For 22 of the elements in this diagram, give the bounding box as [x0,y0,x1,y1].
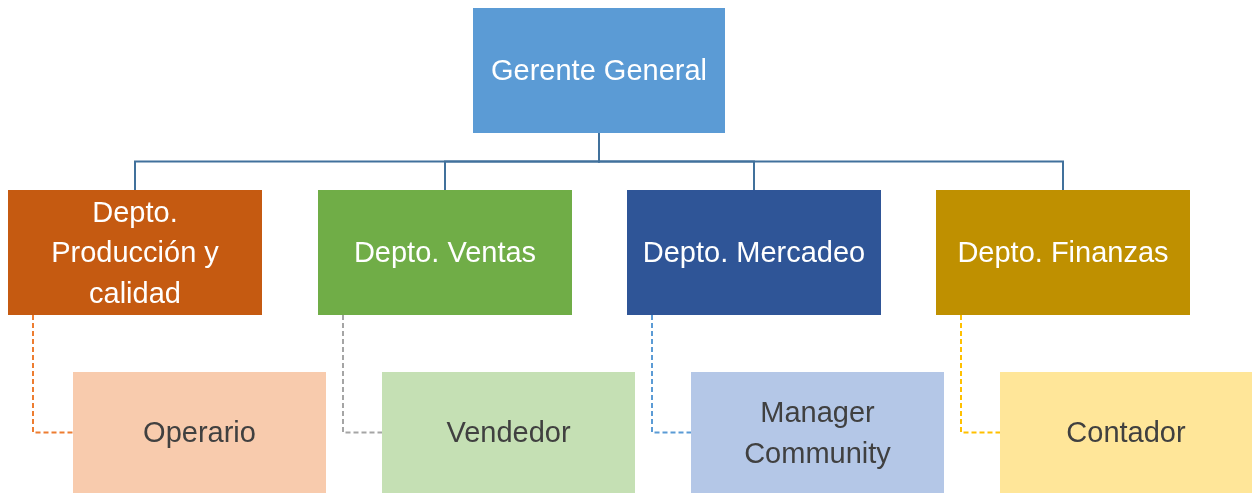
dashed-connector [342,314,383,434]
node-label: Operario [143,415,256,451]
role-box [382,372,635,493]
dashed-connector [960,314,1001,434]
node-label: Depto. Mercadeo [642,235,866,271]
node-label: Vendedor [446,415,571,451]
department-box [318,190,572,315]
dashed-connector [651,314,692,434]
role-box [691,372,944,493]
department-box [8,190,262,315]
node-label: Gerente General [491,53,707,89]
department-box [627,190,881,315]
node-label: Depto. Producción y calidad [50,194,220,311]
node-label: Contador [1066,415,1186,451]
role-box [1000,372,1252,493]
role-box [73,372,326,493]
department-box [936,190,1190,315]
node-label: Depto. Ventas [353,235,537,271]
node-label: Manager Community [743,394,892,471]
node-label: Depto. Finanzas [957,235,1169,271]
dashed-connector [32,314,74,434]
manager-box [473,8,725,133]
